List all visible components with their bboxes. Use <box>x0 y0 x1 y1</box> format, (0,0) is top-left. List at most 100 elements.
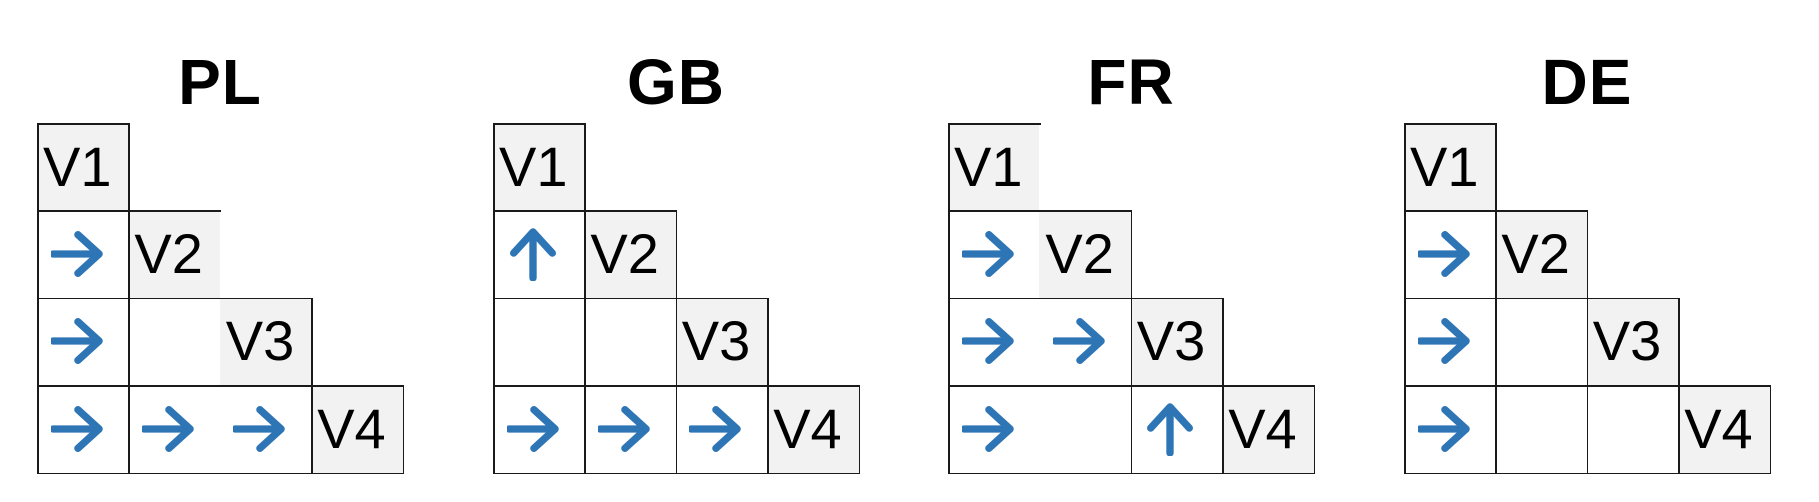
matrix-grid: V1 V2 V3 V4 <box>1404 123 1772 475</box>
grid-line <box>1313 385 1316 475</box>
cell-label: V1 <box>499 134 568 198</box>
matrix-grid: V1 V2 V3 V4 <box>948 123 1316 475</box>
up-arrow-icon <box>509 228 556 282</box>
grid-line <box>493 123 586 125</box>
right-arrow-icon <box>961 231 1014 278</box>
diagonal-cell-v1: V1 <box>948 123 1040 211</box>
up-arrow-icon <box>1147 403 1194 456</box>
cell-label: V2 <box>134 222 203 286</box>
right-arrow-icon <box>689 405 742 452</box>
panel-gb: GB V1 V2 V3 V4 <box>493 0 861 502</box>
cell-label: V3 <box>1592 309 1662 373</box>
grid-line <box>858 385 861 475</box>
matrix-cell <box>220 385 311 472</box>
grid-line <box>948 297 1224 300</box>
diagonal-cell-v3: V3 <box>1130 297 1223 386</box>
right-arrow-icon <box>1417 231 1470 278</box>
matrix-cell <box>37 385 128 472</box>
grid-line <box>948 123 950 475</box>
grid-line <box>37 472 405 475</box>
cell-label: V4 <box>1684 396 1753 460</box>
right-arrow-icon <box>506 405 559 452</box>
grid-line <box>1404 123 1406 475</box>
panel-title: FR <box>1087 46 1175 118</box>
grid-line <box>493 123 495 475</box>
cell-label: V2 <box>590 222 659 286</box>
right-arrow-icon <box>1053 318 1105 365</box>
matrix-cell <box>584 298 675 385</box>
diagonal-cell-v2: V2 <box>128 210 220 298</box>
grid-line <box>1222 297 1224 475</box>
matrix-grid: V1 V2 V3 V4 <box>37 123 405 475</box>
matrix-cell <box>584 385 675 472</box>
matrix-cell <box>1587 385 1678 472</box>
diagonal-cell-v2: V2 <box>1495 210 1587 298</box>
matrix-cell <box>1404 385 1495 472</box>
cell-label: V4 <box>1228 396 1297 460</box>
matrix-cell <box>1039 385 1130 472</box>
grid-line <box>1130 210 1133 475</box>
panel-fr: FR V1 V2 V3 V4 <box>948 0 1316 502</box>
cell-label: V1 <box>954 134 1023 198</box>
right-arrow-icon <box>142 405 194 452</box>
matrix-cell <box>493 298 584 385</box>
diagonal-cell-v3: V3 <box>1586 297 1679 386</box>
right-arrow-icon <box>50 318 103 365</box>
grid-line <box>128 123 130 475</box>
right-arrow-icon <box>233 405 286 452</box>
grid-line <box>948 210 1133 212</box>
grid-line <box>37 385 405 387</box>
grid-line <box>675 210 678 475</box>
panel-de: DE V1 V2 V3 V4 <box>1404 0 1772 502</box>
right-arrow-icon <box>50 231 103 278</box>
matrix-cell <box>128 385 219 472</box>
matrix-cell <box>676 385 767 472</box>
panel-title: GB <box>627 46 725 118</box>
diagonal-cell-v3: V3 <box>219 297 312 386</box>
diagonal-cell-v1: V1 <box>1404 123 1496 211</box>
grid-line <box>948 123 1041 125</box>
diagonal-cell-v2: V2 <box>584 210 676 298</box>
right-arrow-icon <box>961 405 1014 452</box>
grid-line <box>493 297 769 300</box>
grid-line <box>767 297 769 475</box>
matrix-cell <box>128 298 219 385</box>
cell-label: V3 <box>1136 309 1206 373</box>
matrix-cell <box>1404 298 1495 385</box>
matrix-cell <box>37 210 128 297</box>
cell-label: V1 <box>43 134 112 198</box>
matrix-cell <box>1039 298 1130 385</box>
matrix-cell <box>493 385 584 472</box>
right-arrow-icon <box>1417 405 1470 452</box>
diagonal-cell-v4: V4 <box>1222 385 1314 473</box>
matrix-cell <box>493 210 584 297</box>
right-arrow-icon <box>50 405 103 452</box>
matrix-cell <box>1404 210 1495 297</box>
cell-label: V4 <box>317 396 386 460</box>
cell-label: V1 <box>1410 134 1479 198</box>
diagonal-cell-v3: V3 <box>675 297 768 386</box>
panel-title: DE <box>1541 46 1633 118</box>
grid-line <box>37 123 130 125</box>
matrix-cell <box>1495 298 1586 385</box>
cell-label: V3 <box>681 309 751 373</box>
grid-line <box>584 123 586 475</box>
grid-line <box>1404 123 1497 125</box>
grid-line <box>1586 210 1589 475</box>
grid-line <box>1769 385 1772 475</box>
panel-pl: PL V1 V2 V3 V4 <box>37 0 405 502</box>
grid-line <box>311 297 313 475</box>
diagonal-cell-v2: V2 <box>1039 210 1131 298</box>
grid-line <box>1678 297 1680 475</box>
right-arrow-icon <box>1417 318 1470 365</box>
matrix-cell <box>1495 385 1586 472</box>
diagonal-cell-v4: V4 <box>1678 385 1770 473</box>
matrix-cell <box>37 298 128 385</box>
grid-line <box>402 385 405 475</box>
cell-label: V4 <box>773 396 842 460</box>
matrix-cell <box>948 210 1039 297</box>
cell-label: V2 <box>1501 222 1570 286</box>
matrix-cell <box>948 298 1039 385</box>
cell-label: V3 <box>225 309 295 373</box>
